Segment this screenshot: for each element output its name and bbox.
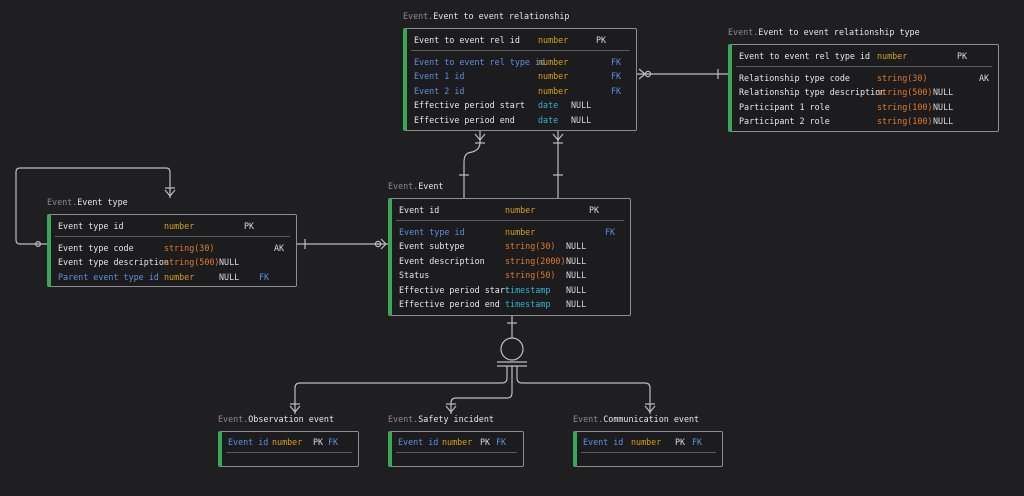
entity-title: Event.Event type (47, 197, 128, 207)
entity-title: Event.Observation event (218, 414, 334, 424)
entity-observation-event[interactable]: Event.Observation event Event id number … (218, 414, 359, 467)
entity-title: Event.Event (388, 181, 444, 191)
entity-event-to-event-relationship-type[interactable]: Event.Event to event relationship type E… (728, 27, 999, 132)
rel-er-event[interactable] (459, 131, 564, 198)
entity-communication-event[interactable]: Event.Communication event Event id numbe… (573, 414, 723, 467)
rel-eventtype-event[interactable] (297, 238, 388, 250)
entity-title: Event.Communication event (573, 414, 700, 424)
entity-title: Event.Safety incident (388, 414, 494, 424)
rel-subtype-category[interactable] (289, 316, 656, 414)
entity-title: Event.Event to event relationship (403, 11, 570, 21)
entity-safety-incident[interactable]: Event.Safety incident Event id number PK… (388, 414, 524, 467)
entity-event-to-event-relationship[interactable]: Event.Event to event relationship Event … (403, 11, 637, 131)
entity-event-type[interactable]: Event.Event type Event type id number PK… (47, 197, 297, 287)
entity-title: Event.Event to event relationship type (728, 27, 920, 37)
rel-er-ert[interactable] (637, 68, 728, 80)
rel-eventtype-self[interactable] (15, 167, 176, 248)
entity-event[interactable]: Event.Event Event id number PK Event typ… (388, 181, 631, 316)
